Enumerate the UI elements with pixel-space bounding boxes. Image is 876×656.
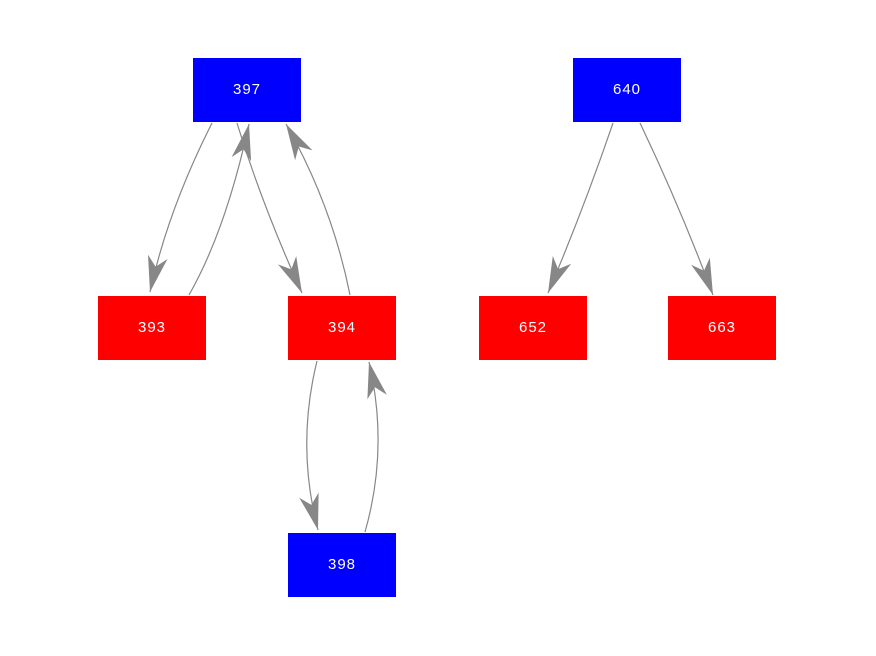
arrowhead-397-393 — [148, 254, 168, 292]
arrowhead-394-397 — [286, 124, 313, 161]
node-652: 652 — [479, 296, 587, 360]
node-label: 393 — [137, 318, 167, 336]
node-663: 663 — [668, 296, 776, 360]
node-393: 393 — [98, 296, 206, 360]
arrowhead-398-394 — [367, 362, 387, 400]
node-398: 398 — [288, 533, 396, 597]
arrowhead-394-398 — [299, 492, 319, 530]
node-label: 394 — [327, 318, 357, 336]
node-label: 397 — [232, 80, 262, 98]
node-label: 663 — [707, 318, 737, 336]
node-label: 652 — [518, 318, 548, 336]
node-640: 640 — [573, 58, 681, 122]
node-397: 397 — [193, 58, 301, 122]
node-394: 394 — [288, 296, 396, 360]
arrowhead-397-394 — [278, 256, 302, 293]
edge-640-663 — [639, 122, 714, 296]
arrowhead-640-652 — [548, 256, 572, 293]
node-label: 640 — [612, 80, 642, 98]
arrowhead-640-663 — [691, 257, 713, 295]
edge-640-652 — [547, 122, 614, 294]
node-label: 398 — [327, 555, 357, 573]
